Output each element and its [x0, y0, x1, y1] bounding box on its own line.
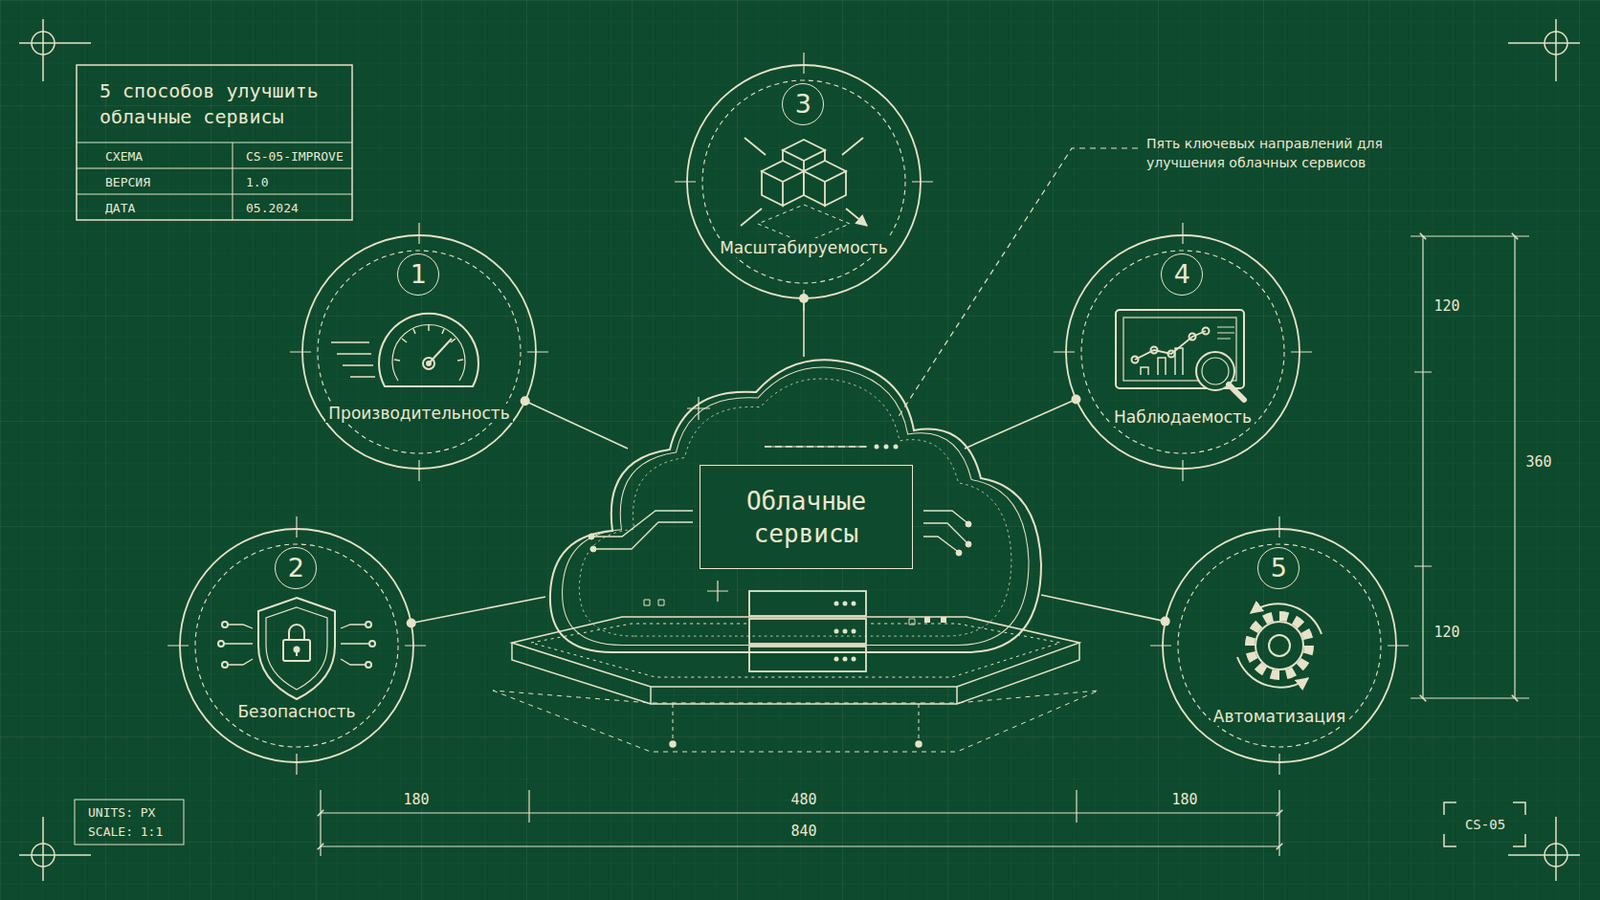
- callout-number: 2: [274, 547, 317, 590]
- server-stack: [749, 591, 867, 672]
- annotation: 480: [788, 791, 819, 809]
- speedometer-icon: [331, 313, 479, 387]
- annotation: 120: [1431, 623, 1462, 642]
- cloud-inner: [562, 367, 1029, 645]
- annotation: Пять ключевых направлений для улучшения …: [1144, 133, 1400, 173]
- annotation: 1.0: [244, 175, 270, 190]
- chip-squares: [644, 600, 915, 625]
- title-box: Облачные сервисы: [699, 465, 913, 570]
- annotation: ВЕРСИЯ: [103, 175, 153, 190]
- callout-number: 5: [1257, 547, 1300, 590]
- units-box: [74, 800, 184, 845]
- circuit-dot: [955, 550, 962, 556]
- status-dot: [893, 444, 899, 450]
- inner-ring: [702, 80, 906, 284]
- cloud-dashed: [578, 378, 1012, 637]
- feature-label: Масштабируемость: [716, 238, 891, 258]
- status-dot: [884, 444, 889, 450]
- outer-ring: [1162, 529, 1397, 763]
- feature-circle: 3Масштабируемость: [686, 64, 922, 300]
- leader-line: [897, 148, 1138, 419]
- feature-circle: 5Автоматизация: [1161, 528, 1398, 764]
- annotation: 840: [788, 822, 819, 841]
- title-text: 5 способов улучшить облачные сервисы: [99, 78, 339, 131]
- feature-circle: 4Наблюдаемость: [1065, 234, 1301, 470]
- inner-ring: [317, 250, 521, 454]
- annotation: 120: [1431, 297, 1462, 315]
- ring-ticks: [289, 222, 549, 482]
- callout-number: 1: [397, 253, 440, 296]
- annotation: 360: [1523, 453, 1554, 471]
- annotation: 180: [400, 791, 431, 809]
- outer-ring: [1066, 235, 1300, 469]
- cloud-shape: [550, 359, 1042, 653]
- chip-squares-filled: [924, 617, 947, 623]
- connector-line: [1041, 595, 1166, 623]
- circuit-dot: [965, 541, 972, 548]
- sheet-bracket: [1444, 802, 1526, 847]
- annotation: CS-05-IMPROVE: [244, 149, 346, 164]
- annotation: 05.2024: [244, 200, 301, 216]
- annotation: CS-05: [1463, 817, 1508, 833]
- connector-line: [525, 400, 628, 449]
- status-dot: [874, 444, 880, 450]
- outer-ring: [302, 235, 536, 469]
- dimension-lines: [320, 236, 1530, 857]
- inner-ring: [1081, 250, 1285, 454]
- feature-circle: 2Безопасность: [178, 528, 415, 764]
- callout-number: 4: [1160, 253, 1203, 296]
- annotation: SCALE: 1:1: [86, 824, 165, 840]
- cubes-icon: [740, 137, 867, 244]
- feature-circle: 1Производительность: [301, 234, 537, 470]
- cloud-dash: [764, 445, 867, 448]
- circuit-dot: [588, 533, 595, 540]
- feature-label: Безопасность: [234, 702, 358, 722]
- connector-line: [964, 399, 1077, 449]
- circuit-dot: [590, 546, 597, 553]
- inner-ring: [195, 544, 399, 748]
- callout-number: 3: [781, 83, 824, 126]
- title-block: [76, 65, 353, 221]
- ring-ticks: [1150, 516, 1409, 776]
- crosshair: [19, 19, 1580, 882]
- feature-label: Автоматизация: [1210, 707, 1349, 727]
- feature-label: Наблюдаемость: [1111, 407, 1255, 427]
- gear-icon: [1237, 603, 1322, 688]
- inner-ring: [1177, 544, 1381, 748]
- connector-line: [411, 597, 546, 624]
- annotation: UNITS: PX: [86, 805, 157, 821]
- annotation: 180: [1169, 791, 1200, 809]
- feature-label: Производительность: [325, 403, 512, 423]
- ring-ticks: [167, 516, 426, 776]
- monitor-icon: [1115, 310, 1245, 400]
- annotation: ДАТА: [103, 200, 137, 216]
- annotation: СХЕМА: [103, 149, 145, 164]
- ring-ticks: [674, 52, 934, 312]
- outer-ring: [179, 529, 414, 763]
- ring-ticks: [1053, 222, 1312, 482]
- cloud-node: Облачные сервисы: [545, 355, 1042, 653]
- outer-ring: [687, 65, 921, 299]
- shield-icon: [218, 598, 376, 700]
- circuit-dot: [965, 521, 972, 528]
